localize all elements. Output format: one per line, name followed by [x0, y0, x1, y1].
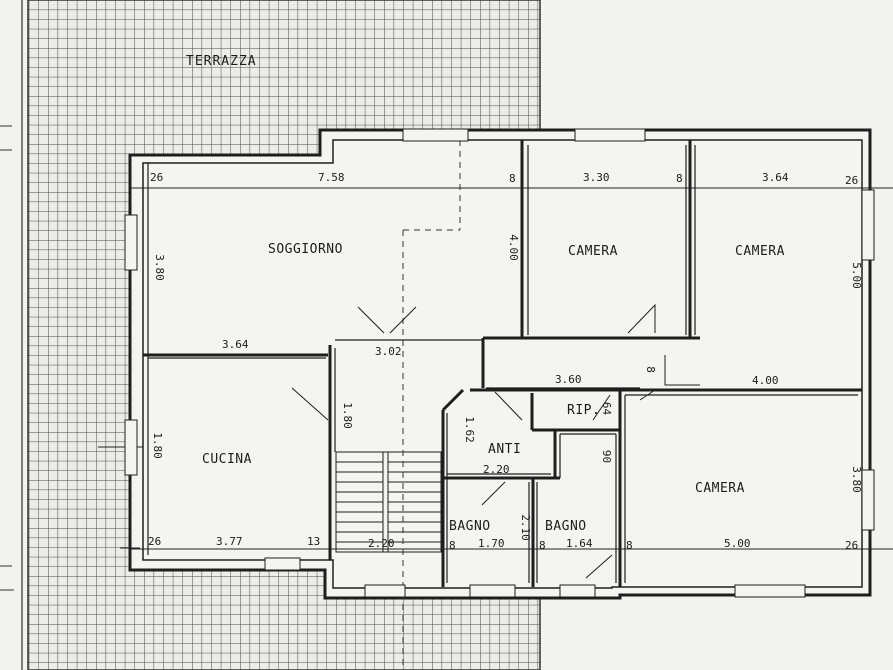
room-label-camera-3: CAMERA [695, 481, 745, 496]
inner-thin-lines [147, 145, 858, 583]
room-label-terrazza: TERRAZZA [186, 54, 257, 69]
room-label-camera-1: CAMERA [568, 244, 618, 259]
room-label-rip: RIP. [567, 403, 601, 418]
dim-camera1-400: 4.00 [506, 234, 520, 261]
dim-bot-13: 13 [307, 535, 321, 548]
dim-top-8-b: 8 [676, 172, 683, 185]
dim-bot-377: 3.77 [216, 535, 243, 548]
dim-hall-360: 3.60 [555, 373, 582, 386]
dim-soggiorno-364: 3.64 [222, 338, 249, 351]
dim-hall-180: 1.80 [340, 402, 354, 429]
door-swings [98, 303, 700, 579]
dim-bot-170: 1.70 [478, 537, 505, 550]
dim-bot-220: 2.20 [368, 537, 395, 550]
room-label-anti: ANTI [488, 442, 522, 457]
dim-anti-162: 1.62 [462, 416, 476, 443]
dim-bot-26-left: 26 [148, 535, 162, 548]
dim-bagno1-210: 2.10 [518, 514, 532, 541]
window-openings [124, 128, 875, 598]
room-label-camera-2: CAMERA [735, 244, 785, 259]
staircase [335, 451, 442, 553]
dim-bot-8-a: 8 [449, 539, 456, 552]
dim-bot-8-c: 8 [626, 539, 633, 552]
room-label-bagno-2: BAGNO [545, 519, 587, 534]
dim-hall-400: 4.00 [752, 374, 779, 387]
dim-top-364: 3.64 [762, 171, 789, 184]
margin-ticks [0, 125, 14, 591]
dim-soggiorno-380: 3.80 [152, 254, 166, 281]
dim-top-330: 3.30 [583, 171, 610, 184]
dim-bot-164: 1.64 [566, 537, 593, 550]
building-outline [128, 128, 872, 600]
dim-anti-wall-8: 8 [643, 366, 657, 373]
dim-bot-26-right: 26 [845, 539, 859, 552]
dim-anti-220: 2.20 [483, 463, 510, 476]
dimension-lines [130, 187, 893, 550]
dim-top-26-right: 26 [845, 174, 859, 187]
interior-walls [143, 140, 862, 587]
room-label-soggiorno: SOGGIORNO [268, 242, 343, 257]
room-label-cucina: CUCINA [202, 452, 252, 467]
dim-cucina-180: 1.80 [150, 432, 164, 459]
dim-bagno2-90: 90 [600, 449, 614, 464]
dim-top-26-left: 26 [150, 171, 164, 184]
dim-top-8-a: 8 [509, 172, 516, 185]
dim-top-758: 7.58 [318, 171, 345, 184]
dim-hall-302: 3.02 [375, 345, 402, 358]
dim-camera3-380: 3.80 [849, 466, 863, 493]
dim-bot-8-b: 8 [539, 539, 546, 552]
dim-camera2-500: 5.00 [849, 262, 863, 289]
dim-rip-64: 64 [600, 401, 614, 416]
dim-bot-500: 5.00 [724, 537, 751, 550]
room-label-bagno-1: BAGNO [449, 519, 491, 534]
